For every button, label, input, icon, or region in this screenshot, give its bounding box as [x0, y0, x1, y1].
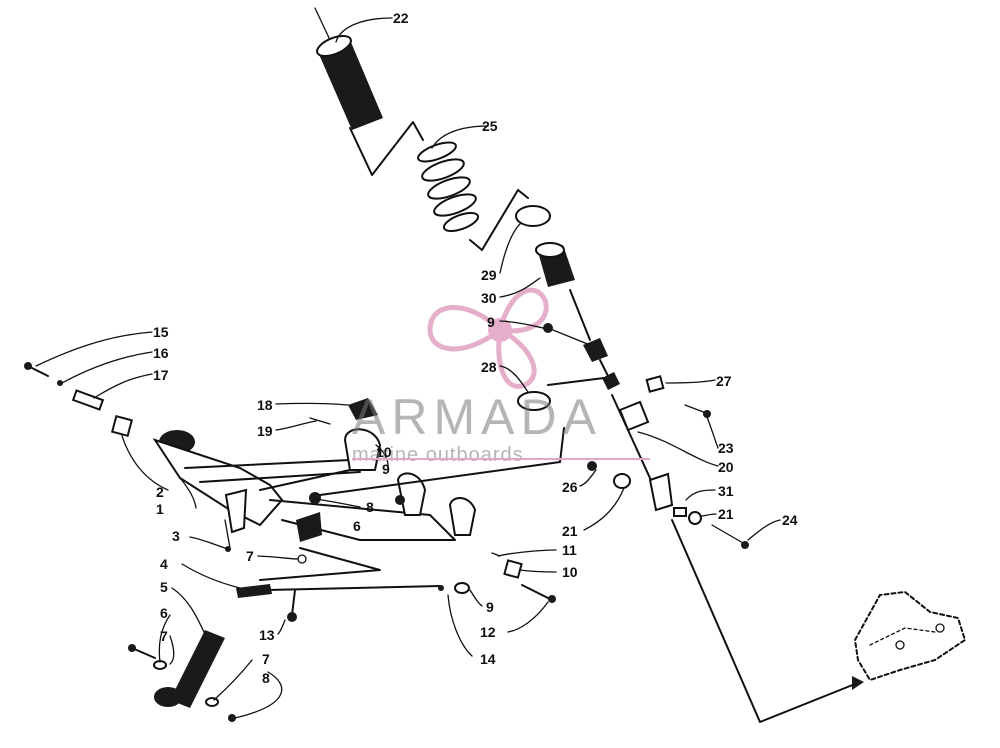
part-13-screw	[287, 589, 297, 622]
part-7-washer	[297, 554, 307, 564]
callout-31: 31	[718, 483, 734, 499]
callout-12: 12	[480, 624, 496, 640]
callout-25: 25	[482, 118, 498, 134]
part-21-nut	[613, 473, 631, 489]
part-6-bolt-lower	[128, 644, 156, 659]
part-9-nut-lower	[438, 582, 470, 594]
callout-leaders	[35, 17, 781, 719]
watermark-underline	[352, 458, 650, 460]
part-23-bolt	[684, 404, 711, 418]
callout-20: 20	[718, 459, 734, 475]
part-22-tube	[314, 7, 424, 176]
frame-bracket-detail	[854, 591, 966, 681]
part-25-spring	[417, 141, 529, 251]
part-6-bracket	[296, 497, 477, 542]
callout-13: 13	[259, 627, 275, 643]
part-29-ring	[515, 205, 551, 227]
callout-15: 15	[153, 324, 169, 340]
part-30-bushing	[535, 242, 575, 287]
callout-6-upper: 6	[353, 518, 361, 534]
callout-10-upper: 10	[376, 444, 392, 460]
callout-6-lower: 6	[160, 605, 168, 621]
callout-7-upper: 7	[246, 548, 254, 564]
part-8-nut-lower	[228, 714, 236, 722]
part-9-nut-upper	[543, 323, 591, 346]
part-5-arm	[154, 630, 225, 708]
callout-29: 29	[481, 267, 497, 283]
watermark-tagline: marine outboards	[352, 444, 524, 466]
callout-30: 30	[481, 290, 497, 306]
leader-to-frame	[671, 519, 864, 723]
watermark-text: ARMADA marine outboards	[352, 392, 657, 467]
part-15-bolt	[24, 362, 49, 377]
callout-7-lower: 7	[262, 651, 270, 667]
part-4-link	[236, 547, 381, 598]
part-19-screw	[309, 417, 331, 425]
part-18-clamp	[348, 398, 378, 420]
callout-21-right: 21	[718, 506, 734, 522]
part-10-spacer	[503, 559, 523, 579]
callout-9-upper: 9	[487, 314, 495, 330]
part-31-pin	[673, 507, 702, 525]
part-27-bushing	[645, 375, 665, 393]
callout-11: 11	[562, 542, 577, 558]
callout-1: 1	[156, 501, 164, 517]
callout-8-upper: 8	[366, 499, 374, 515]
part-14-rod	[267, 585, 441, 591]
part-17-sleeve	[71, 389, 105, 411]
callout-5: 5	[160, 579, 168, 595]
callout-4: 4	[160, 556, 168, 572]
part-24-bolt	[711, 524, 749, 549]
part-7-washer-lower	[153, 660, 219, 707]
callout-10-lower: 10	[562, 564, 578, 580]
callout-7-mid: 7	[160, 628, 168, 644]
callout-9-lower: 9	[486, 599, 494, 615]
callout-16: 16	[153, 345, 169, 361]
callout-labels: 22 25 29 30 9 28 27 23 20 26 31 21 21 24…	[153, 10, 798, 686]
part-1-arm	[152, 430, 456, 549]
callout-2: 2	[156, 484, 164, 500]
watermark-brand: ARMADA	[352, 389, 602, 445]
callout-3: 3	[172, 528, 180, 544]
callout-17: 17	[153, 367, 169, 383]
upper-linkage-bar	[319, 427, 565, 496]
callout-26: 26	[562, 479, 578, 495]
part-12-bolt	[521, 584, 556, 603]
callout-23: 23	[718, 440, 734, 456]
part-8-nut	[309, 492, 405, 505]
callout-27: 27	[716, 373, 732, 389]
callout-14: 14	[480, 651, 496, 667]
callout-22: 22	[393, 10, 409, 26]
part-16-washer	[57, 380, 63, 386]
callout-21-left: 21	[562, 523, 578, 539]
callout-9-mid: 9	[382, 461, 390, 477]
callout-18: 18	[257, 397, 273, 413]
part-26-nut	[587, 461, 597, 471]
callout-28: 28	[481, 359, 497, 375]
part-2-bushing	[110, 414, 134, 438]
callout-24: 24	[782, 512, 798, 528]
watermark-propeller-logo	[427, 287, 549, 389]
callout-8-lower: 8	[262, 670, 270, 686]
part-28-washer	[517, 391, 551, 411]
callout-19: 19	[257, 423, 273, 439]
